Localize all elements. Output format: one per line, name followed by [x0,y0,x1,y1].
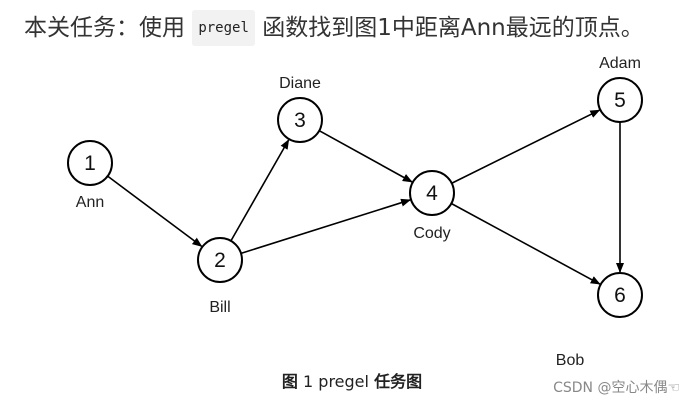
csdn-watermark: CSDN @空心木偶☜ [553,380,680,396]
edge-4-5 [451,109,601,184]
node-5: 5 Adam [597,55,643,123]
node-name-label: Bill [209,299,230,316]
node-name-label: Ann [76,194,104,211]
inline-code: pregel [192,10,255,46]
node-id-label: 5 [614,89,626,112]
node-circle-3 [277,97,323,143]
caption-fig-label: 图 [281,372,298,391]
node-circle-5 [597,77,643,123]
edge-2-4 [240,198,412,255]
node-id-label: 1 [84,152,96,175]
node-name-label: Bob [556,352,585,369]
node-name-label: Cody [413,225,450,242]
node-circle-4 [409,170,455,216]
edge-3-4 [318,129,413,183]
edge-4-6 [450,202,601,285]
edge-2-3 [230,139,290,242]
edge-1-2 [107,175,203,247]
node-circle-1 [67,140,113,186]
task-suffix: 函数找到图1中距离Ann最远的顶点。 [262,15,644,41]
node-name-label: Diane [279,75,321,92]
node-id-label: 2 [214,249,226,272]
node-3: 3 Diane [277,75,323,143]
node-id-label: 4 [426,182,438,205]
caption-title: 任务图 [374,372,423,391]
figure-caption: 图 1 pregel 任务图 [24,368,680,392]
task-description: 本关任务：使用 pregel 函数找到图1中距离Ann最远的顶点。 [24,10,644,46]
task-prefix: 本关任务：使用 [24,15,185,41]
node-id-label: 6 [614,284,626,307]
node-circle-2 [197,237,243,283]
node-circle-6 [597,272,643,318]
node-id-label: 3 [294,109,306,132]
caption-number: 1 pregel [303,372,369,391]
node-name-label: Adam [599,55,641,72]
